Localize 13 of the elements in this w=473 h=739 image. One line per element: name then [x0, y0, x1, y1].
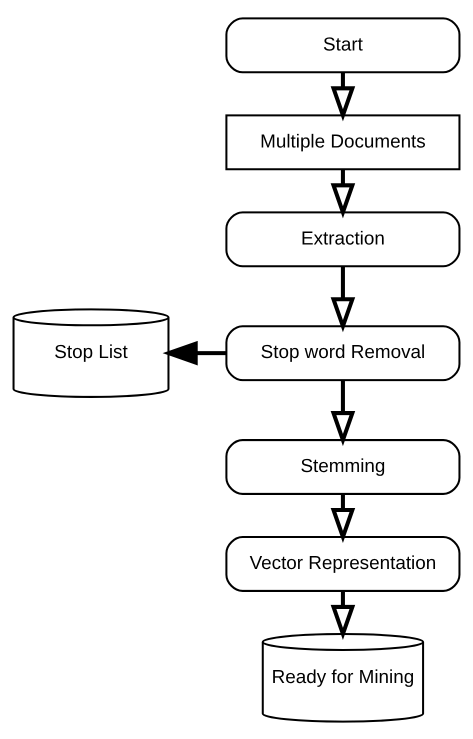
arrow — [330, 72, 356, 121]
arrow — [330, 168, 356, 218]
node-box: Stop word Removal — [225, 324, 460, 381]
node-box: Extraction — [225, 210, 460, 267]
node-box: Stemming — [225, 438, 460, 494]
node-box: Start — [225, 16, 460, 73]
arrow — [330, 380, 356, 446]
arrow — [162, 340, 226, 365]
arrow — [330, 494, 356, 543]
arrow — [330, 590, 356, 640]
node-box: Multiple Documents — [225, 114, 460, 170]
arrow — [330, 266, 356, 332]
node-box: Vector Representation — [225, 536, 460, 592]
